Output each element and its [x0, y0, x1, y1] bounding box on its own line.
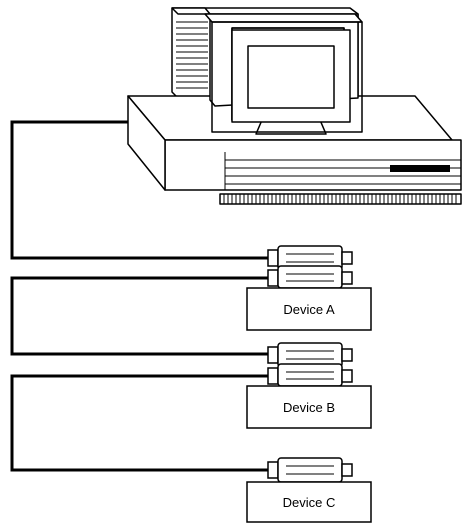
device-c-box [246, 481, 372, 523]
device-a-box [246, 287, 372, 331]
db-connector-icon [267, 457, 353, 483]
desktop-computer-icon [127, 7, 462, 205]
device-c: Device C [246, 457, 372, 523]
cable-computer-to-device-a [10, 120, 268, 260]
device-b: Device B [246, 342, 372, 429]
db-connector-icon [267, 265, 353, 289]
cable-device-b-to-device-c [10, 374, 268, 472]
device-a: Device A [246, 245, 372, 331]
device-a-label: Device A [283, 302, 335, 317]
device-b-label: Device B [283, 400, 335, 415]
cable-device-a-to-device-b [10, 276, 268, 356]
device-b-box [246, 385, 372, 429]
db-connector-icon [267, 363, 353, 387]
device-c-label: Device C [283, 495, 336, 510]
